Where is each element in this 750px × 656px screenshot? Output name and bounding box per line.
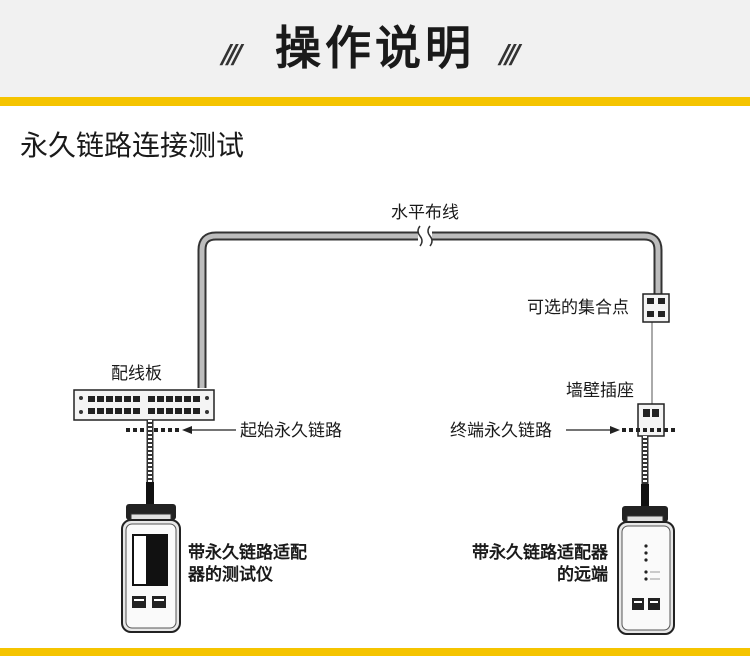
patch-panel xyxy=(73,389,215,421)
link-start-arrow xyxy=(182,426,192,434)
main-tester xyxy=(121,504,181,633)
label-wall-outlet: 墙壁插座 xyxy=(566,381,634,401)
right-decoration: /// xyxy=(500,40,520,70)
cable-break-symbol xyxy=(417,225,433,247)
remote-cable xyxy=(641,436,649,506)
tester-cable xyxy=(146,420,154,504)
label-link-end: 终端永久链路 xyxy=(450,421,552,441)
label-consolidation-point: 可选的集合点 xyxy=(527,298,629,318)
link-end-arrow xyxy=(610,426,620,434)
remote-unit xyxy=(617,506,675,635)
label-link-start: 起始永久链路 xyxy=(240,421,342,441)
consolidation-point xyxy=(642,293,670,323)
page-title: 操作说明 xyxy=(275,21,475,75)
label-tester-line1: 带永久链路适配 xyxy=(188,543,307,563)
label-horizontal-cabling: 水平布线 xyxy=(391,203,459,223)
header-band xyxy=(0,0,750,97)
header-accent-bar xyxy=(0,97,750,106)
section-title: 永久链路连接测试 xyxy=(20,129,245,162)
left-decoration: /// xyxy=(222,40,242,70)
label-patch-panel: 配线板 xyxy=(111,364,162,384)
label-tester-line2: 器的测试仪 xyxy=(188,565,273,585)
footer-accent-bar xyxy=(0,648,750,656)
label-remote-line2: 的远端 xyxy=(557,565,608,585)
label-remote-line1: 带永久链路适配器 xyxy=(472,543,608,563)
